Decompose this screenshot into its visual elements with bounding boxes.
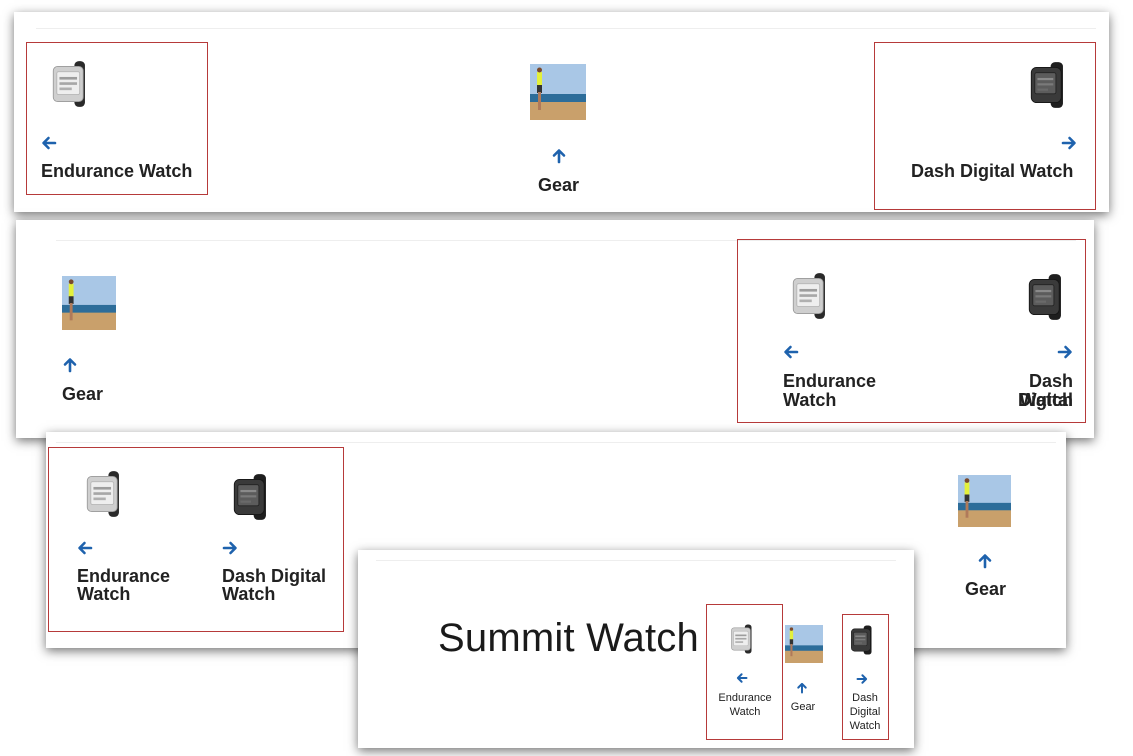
beach-image-icon <box>785 625 823 663</box>
separator-line <box>56 442 1056 443</box>
gear-thumbnail[interactable] <box>958 475 1011 527</box>
highlight-box-prev <box>706 604 783 740</box>
highlight-box-prev-next <box>737 239 1086 423</box>
arrow-right-icon[interactable] <box>1061 135 1077 151</box>
separator-line <box>376 560 896 561</box>
arrow-right-icon[interactable] <box>222 540 238 556</box>
highlight-box-prev <box>26 42 208 195</box>
up-link-label[interactable]: Gear <box>965 579 1007 599</box>
silver-watch-icon <box>788 268 832 324</box>
endurance-watch-thumbnail[interactable] <box>728 620 756 658</box>
highlight-box-next <box>842 614 889 740</box>
next-link-label-line1[interactable]: Dash <box>852 692 878 704</box>
black-watch-icon <box>1024 270 1068 324</box>
arrow-left-icon[interactable] <box>77 540 93 556</box>
prev-link-label-line1[interactable]: Endurance <box>718 692 772 704</box>
gear-thumbnail[interactable] <box>62 276 116 330</box>
next-link-label[interactable]: Dash Digital Watch <box>911 161 1074 181</box>
product-header-panel: Summit Watch Endurance Watch Gear Dash D… <box>358 550 914 748</box>
up-link-label[interactable]: Gear <box>62 384 104 404</box>
next-link-label-line3[interactable]: Watch <box>849 720 881 732</box>
navigation-panel-1: Endurance Watch Gear Dash Digital Watch <box>14 12 1109 212</box>
up-link-label[interactable]: Gear <box>538 175 580 195</box>
next-link-label-line1[interactable]: Dash Digital <box>1017 371 1073 410</box>
black-watch-icon <box>1026 58 1070 112</box>
arrow-up-icon[interactable] <box>977 553 993 569</box>
dash-digital-watch-thumbnail[interactable] <box>229 470 273 524</box>
separator-line <box>56 240 1076 241</box>
endurance-watch-thumbnail[interactable] <box>48 56 92 112</box>
dash-digital-watch-thumbnail[interactable] <box>848 622 876 658</box>
arrow-up-icon[interactable] <box>62 357 78 373</box>
next-link-label-line2[interactable]: Digital <box>849 706 881 718</box>
prev-link-label-line2[interactable]: Watch <box>729 706 761 718</box>
silver-watch-icon <box>82 466 126 522</box>
next-link-label-line2[interactable]: Watch <box>222 584 276 604</box>
gear-thumbnail[interactable] <box>785 625 823 663</box>
up-link-label[interactable]: Gear <box>790 701 816 713</box>
next-link-label-line1[interactable]: Dash Digital <box>222 566 327 586</box>
next-link-label-line2[interactable]: Watch <box>1019 390 1073 410</box>
prev-link-label-line1[interactable]: Endurance <box>77 566 171 586</box>
beach-image-icon <box>958 475 1011 527</box>
beach-image-icon <box>62 276 116 330</box>
black-watch-icon <box>848 622 876 658</box>
gear-thumbnail[interactable] <box>530 64 586 120</box>
prev-link-label-line2[interactable]: Watch <box>783 390 837 410</box>
dash-digital-watch-thumbnail[interactable] <box>1024 270 1068 324</box>
dash-digital-watch-thumbnail[interactable] <box>1026 58 1070 112</box>
page-title: Summit Watch <box>438 616 699 660</box>
navigation-panel-2: Gear Endurance Watch Dash Digital Watch <box>16 220 1094 438</box>
separator-line <box>36 28 1096 29</box>
arrow-left-icon[interactable] <box>783 344 799 360</box>
arrow-left-icon[interactable] <box>41 135 57 151</box>
highlight-box-next <box>874 42 1096 210</box>
silver-watch-icon <box>48 56 92 112</box>
arrow-right-icon[interactable] <box>856 673 868 685</box>
prev-link-label-line1[interactable]: Endurance <box>783 371 877 391</box>
arrow-right-icon[interactable] <box>1057 344 1073 360</box>
prev-link-label-line2[interactable]: Watch <box>77 584 131 604</box>
endurance-watch-thumbnail[interactable] <box>788 268 832 324</box>
beach-image-icon <box>530 64 586 120</box>
highlight-box-prev-next <box>48 447 344 632</box>
arrow-up-icon[interactable] <box>796 682 808 694</box>
silver-watch-icon <box>728 620 756 658</box>
arrow-left-icon[interactable] <box>736 672 748 684</box>
endurance-watch-thumbnail[interactable] <box>82 466 126 522</box>
arrow-up-icon[interactable] <box>551 148 567 164</box>
black-watch-icon <box>229 470 273 524</box>
prev-link-label[interactable]: Endurance Watch <box>41 161 193 181</box>
